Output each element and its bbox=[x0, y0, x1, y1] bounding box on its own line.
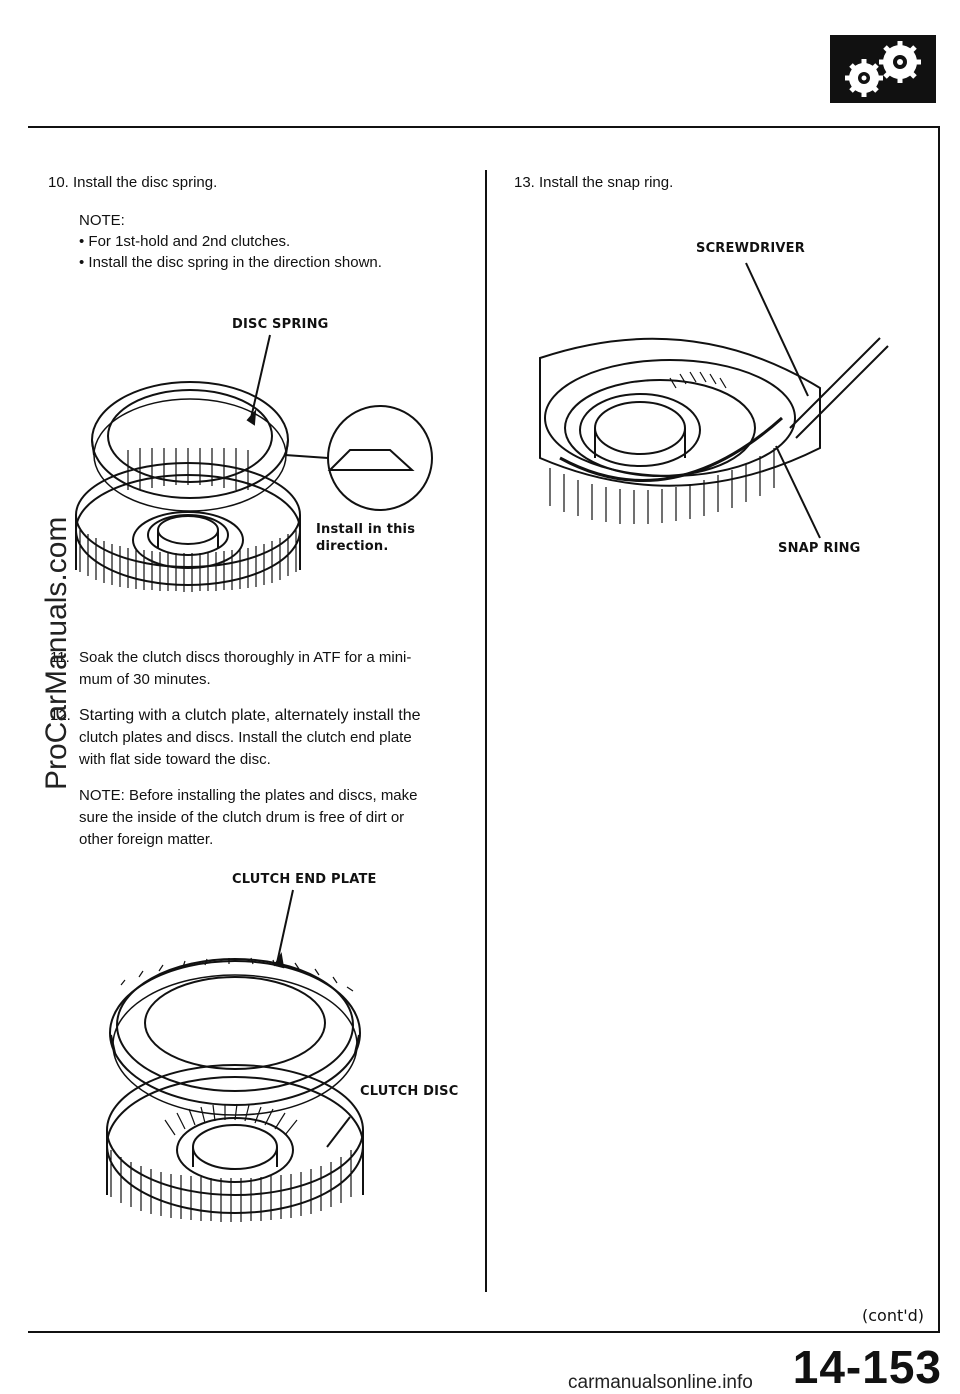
disc-spring-label: DISC SPRING bbox=[232, 317, 329, 332]
clutch-end-plate-illustration bbox=[106, 889, 364, 1222]
step-12-note-line-2: sure the inside of the clutch drum is fr… bbox=[79, 809, 405, 826]
step-12-number: 12. bbox=[50, 707, 71, 724]
continued-label: (cont'd) bbox=[862, 1306, 925, 1325]
install-direction-label-line-1: Install in this bbox=[316, 522, 416, 537]
step-10-note-item-1: • For 1st-hold and 2nd clutches. bbox=[79, 233, 291, 250]
step-12-note-line-1: NOTE: Before installing the plates and d… bbox=[79, 787, 418, 804]
screwdriver-label: SCREWDRIVER bbox=[696, 241, 805, 256]
clutch-disc-label: CLUTCH DISC bbox=[360, 1084, 459, 1099]
page-number: 14-153 bbox=[792, 1341, 942, 1393]
step-12-line-3: with flat side toward the disc. bbox=[79, 751, 271, 768]
top-rule bbox=[28, 126, 940, 128]
gears-icon bbox=[830, 35, 936, 103]
step-10-note-label: NOTE: bbox=[79, 212, 125, 229]
column-divider bbox=[485, 170, 487, 1292]
step-12-line-2: clutch plates and discs. Install the clu… bbox=[79, 729, 412, 746]
step-11-number: 11. bbox=[50, 649, 70, 666]
right-rule bbox=[938, 126, 940, 1332]
clutch-end-plate-label: CLUTCH END PLATE bbox=[232, 872, 377, 887]
step-13: 13. Install the snap ring. bbox=[514, 174, 674, 191]
step-12-note-line-3: other foreign matter. bbox=[79, 831, 214, 848]
step-11-line-2: mum of 30 minutes. bbox=[79, 671, 211, 688]
step-11-line-1: Soak the clutch discs thoroughly in ATF … bbox=[79, 649, 412, 666]
step-10: 10. Install the disc spring. bbox=[48, 174, 218, 191]
snap-ring-illustration bbox=[539, 262, 889, 539]
step-12-line-1: Starting with a clutch plate, alternatel… bbox=[79, 707, 421, 724]
bottom-rule bbox=[28, 1331, 940, 1333]
disc-spring-illustration bbox=[75, 334, 433, 592]
step-10-note-item-2: • Install the disc spring in the directi… bbox=[79, 254, 382, 271]
bottom-watermark: carmanualsonline.info bbox=[568, 1372, 753, 1393]
snap-ring-label: SNAP RING bbox=[778, 541, 861, 556]
install-direction-label-line-2: direction. bbox=[316, 539, 389, 554]
side-watermark: ProCarManuals.com bbox=[40, 516, 73, 790]
